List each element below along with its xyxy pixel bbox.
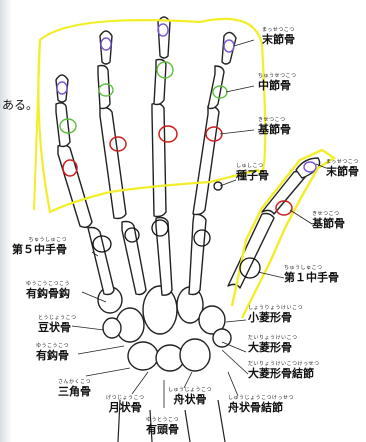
label-pisiform: とうじょうこつ 豆状骨 [38, 316, 77, 333]
black-metacarpal-marks [93, 220, 260, 278]
label-hamate-hook: ゆうこうこつこう 有鈎骨鈎 [26, 282, 70, 299]
middle-phalanges [56, 60, 224, 147]
distal-phalanges [56, 17, 236, 102]
label-sesamoid: しゅしこつ 種子骨 [236, 164, 269, 181]
carpal-bones [98, 286, 231, 371]
label-capitate: ゆうとうこつ 有頭骨 [146, 418, 179, 435]
label-middle-phalanx: ちゅうせつこつ 中節骨 [258, 74, 297, 91]
text-fragment: ある。 [2, 96, 38, 113]
label-fifth-metacarpal: ちゅうしゅこつ 第５中手骨 [12, 238, 67, 255]
proximal-phalanges [58, 104, 219, 228]
label-thumb-distal-phalanx: まっせつこつ 末節骨 [326, 160, 359, 177]
metacarpals-2-5 [88, 214, 206, 295]
purple-distal-marks [57, 24, 316, 172]
label-thumb-proximal-phalanx: きせつこつ 基節骨 [312, 212, 345, 229]
label-trapezoid: しょうりょうけいこつ 小菱形骨 [248, 306, 303, 323]
label-scaphoid: しゅうじょうこつ 舟状骨 [168, 388, 212, 405]
label-proximal-phalanx: きせつこつ 基節骨 [258, 118, 291, 135]
label-triquetrum: さんかくこつ 三角骨 [58, 380, 91, 397]
label-scaphoid-tubercle: しゅうじょうこつけっせつ 舟状骨結節 [228, 396, 294, 413]
label-first-metacarpal: ちゅうしゅこつ 第１中手骨 [284, 266, 339, 283]
label-trapezium: だいりょうけいこつ 大菱形骨 [248, 336, 298, 353]
green-middle-marks [60, 62, 227, 133]
label-lunate: げつじょうこつ 月状骨 [106, 396, 145, 413]
label-trapezium-tubercle: だいりょうけいこつけっせつ 大菱形骨結節 [248, 362, 320, 379]
label-hamate: ゆうこうこつ 有鈎骨 [36, 344, 69, 361]
label-distal-phalanx: まっせつこつ 末節骨 [262, 28, 295, 45]
